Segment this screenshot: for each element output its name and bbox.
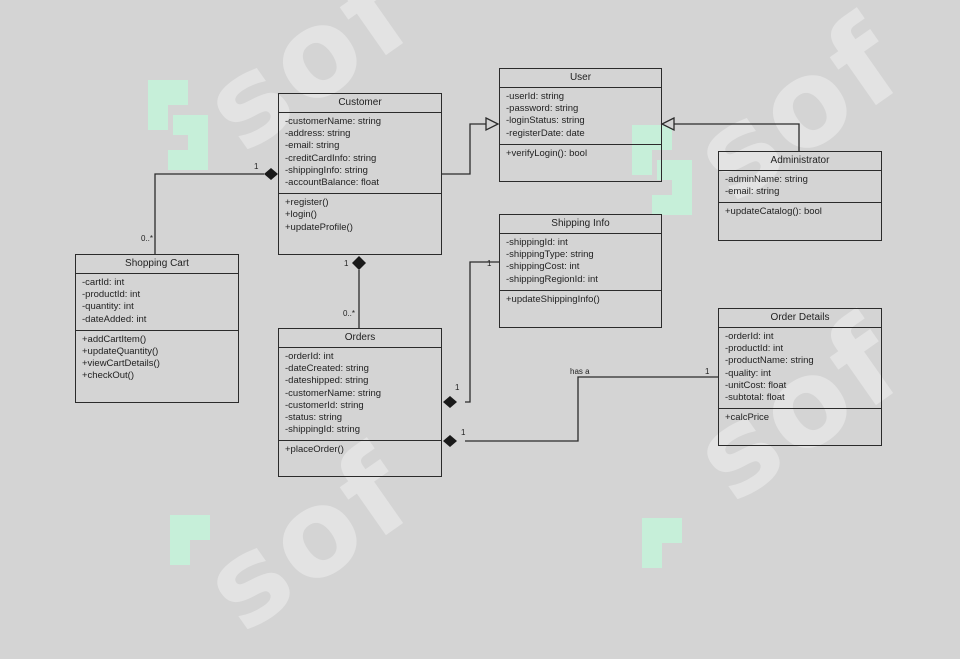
multiplicity-label: 0..* xyxy=(343,309,356,318)
attributes-section: -orderId: int -productId: int -productNa… xyxy=(719,328,881,410)
attributes-section: -shippingId: int -shippingType: string -… xyxy=(500,234,661,291)
attribute: -cartId: int xyxy=(82,277,125,288)
method: +checkOut() xyxy=(82,370,135,382)
association-orders-details xyxy=(465,376,719,442)
attribute: -quantity: int xyxy=(82,301,134,313)
multiplicity-label: 1 xyxy=(487,259,492,268)
attribute: -shippingId: string xyxy=(285,424,360,436)
class-name: Shopping Cart xyxy=(76,255,238,274)
generalization-admin-user xyxy=(674,123,800,151)
attributes-section: -cartId: int -productId: int -quantity: … xyxy=(76,274,238,331)
attribute: -userId: string xyxy=(506,91,565,102)
method: +register() xyxy=(285,197,329,209)
attribute: -email: string xyxy=(285,140,340,152)
generalization-arrowhead xyxy=(660,116,675,132)
methods-section: +register() +login() +updateProfile() xyxy=(279,194,441,238)
method: +viewCartDetails() xyxy=(82,358,160,370)
multiplicity-label: 1 xyxy=(254,162,259,171)
attribute: -shippingCost: int xyxy=(506,261,580,273)
attributes-section: -adminName: string -email: string xyxy=(719,171,881,204)
attribute: -adminName: string xyxy=(725,174,808,185)
methods-section: +calcPrice xyxy=(719,409,881,428)
methods-section: +addCartItem() +updateQuantity() +viewCa… xyxy=(76,331,238,387)
attribute: -dateCreated: string xyxy=(285,363,369,375)
attribute: -status: string xyxy=(285,412,343,424)
attributes-section: -userId: string -password: string -login… xyxy=(500,88,661,145)
attribute: -subtotal: float xyxy=(725,392,785,404)
method: +updateQuantity() xyxy=(82,346,159,358)
class-shopping-cart[interactable]: Shopping Cart -cartId: int -productId: i… xyxy=(75,254,239,403)
attribute: -registerDate: date xyxy=(506,127,585,139)
composition-diamond xyxy=(443,396,457,408)
class-name: Orders xyxy=(279,329,441,348)
attribute: -shippingType: string xyxy=(506,249,594,261)
attribute: -address: string xyxy=(285,128,351,140)
method: +addCartItem() xyxy=(82,333,147,345)
attributes-section: -customerName: string -address: string -… xyxy=(279,113,441,195)
methods-section: +verifyLogin(): bool xyxy=(500,145,661,164)
class-name: Customer xyxy=(279,94,441,113)
attribute: -productId: int xyxy=(725,343,784,355)
attribute: -shippingId: int xyxy=(506,237,568,248)
attribute: -password: string xyxy=(506,103,579,115)
method: +calcPrice xyxy=(725,412,770,424)
method: +verifyLogin(): bool xyxy=(506,147,588,159)
attribute: -creditCardInfo: string xyxy=(285,152,377,164)
multiplicity-label: 0..* xyxy=(141,234,154,243)
composition-diamond xyxy=(352,256,366,270)
multiplicity-label: 1 xyxy=(455,383,460,392)
method: +updateProfile() xyxy=(285,221,353,233)
methods-section: +updateCatalog(): bool xyxy=(719,203,881,222)
class-name: User xyxy=(500,69,661,88)
attribute: -productName: string xyxy=(725,355,814,367)
attribute: -productId: int xyxy=(82,289,141,301)
class-shipping-info[interactable]: Shipping Info -shippingId: int -shipping… xyxy=(499,214,662,328)
generalization-customer-user xyxy=(441,123,486,175)
composition-diamond xyxy=(264,168,278,180)
class-customer[interactable]: Customer -customerName: string -address:… xyxy=(278,93,442,255)
attribute: -customerName: string xyxy=(285,387,382,399)
class-name: Administrator xyxy=(719,152,881,171)
attribute: -quality: int xyxy=(725,367,771,379)
methods-section: +updateShippingInfo() xyxy=(500,291,661,310)
attribute: -unitCost: float xyxy=(725,379,787,391)
attribute: -orderId: int xyxy=(725,331,774,342)
class-orders[interactable]: Orders -orderId: int -dateCreated: strin… xyxy=(278,328,442,477)
attribute: -customerId: string xyxy=(285,399,364,411)
method: +login() xyxy=(285,209,317,221)
method: +placeOrder() xyxy=(285,444,344,456)
association-label: has a xyxy=(570,367,590,376)
methods-section: +placeOrder() xyxy=(279,441,441,460)
class-administrator[interactable]: Administrator -adminName: string -email:… xyxy=(718,151,882,241)
attribute: -shippingInfo: string xyxy=(285,164,368,176)
association-orders-shipping xyxy=(465,261,500,403)
multiplicity-label: 1 xyxy=(705,367,710,376)
multiplicity-label: 1 xyxy=(461,428,466,437)
attribute: -customerName: string xyxy=(285,116,382,127)
attribute: -shippingRegionId: int xyxy=(506,273,598,285)
diagram-connectors xyxy=(154,116,800,447)
generalization-arrowhead xyxy=(485,116,500,132)
class-order-details[interactable]: Order Details -orderId: int -productId: … xyxy=(718,308,882,446)
class-name: Shipping Info xyxy=(500,215,661,234)
class-name: Order Details xyxy=(719,309,881,328)
composition-diamond xyxy=(443,435,457,447)
attribute: -accountBalance: float xyxy=(285,177,380,189)
attribute: -dateAdded: int xyxy=(82,313,147,325)
multiplicity-label: 1 xyxy=(344,259,349,268)
attributes-section: -orderId: int -dateCreated: string -date… xyxy=(279,348,441,442)
attribute: -email: string xyxy=(725,186,780,198)
method: +updateShippingInfo() xyxy=(506,293,600,305)
attribute: -orderId: int xyxy=(285,351,334,362)
method: +updateCatalog(): bool xyxy=(725,206,822,218)
class-user[interactable]: User -userId: string -password: string -… xyxy=(499,68,662,182)
association-customer-cart xyxy=(154,173,264,254)
attribute: -loginStatus: string xyxy=(506,115,585,127)
attribute: -dateshipped: string xyxy=(285,375,369,387)
